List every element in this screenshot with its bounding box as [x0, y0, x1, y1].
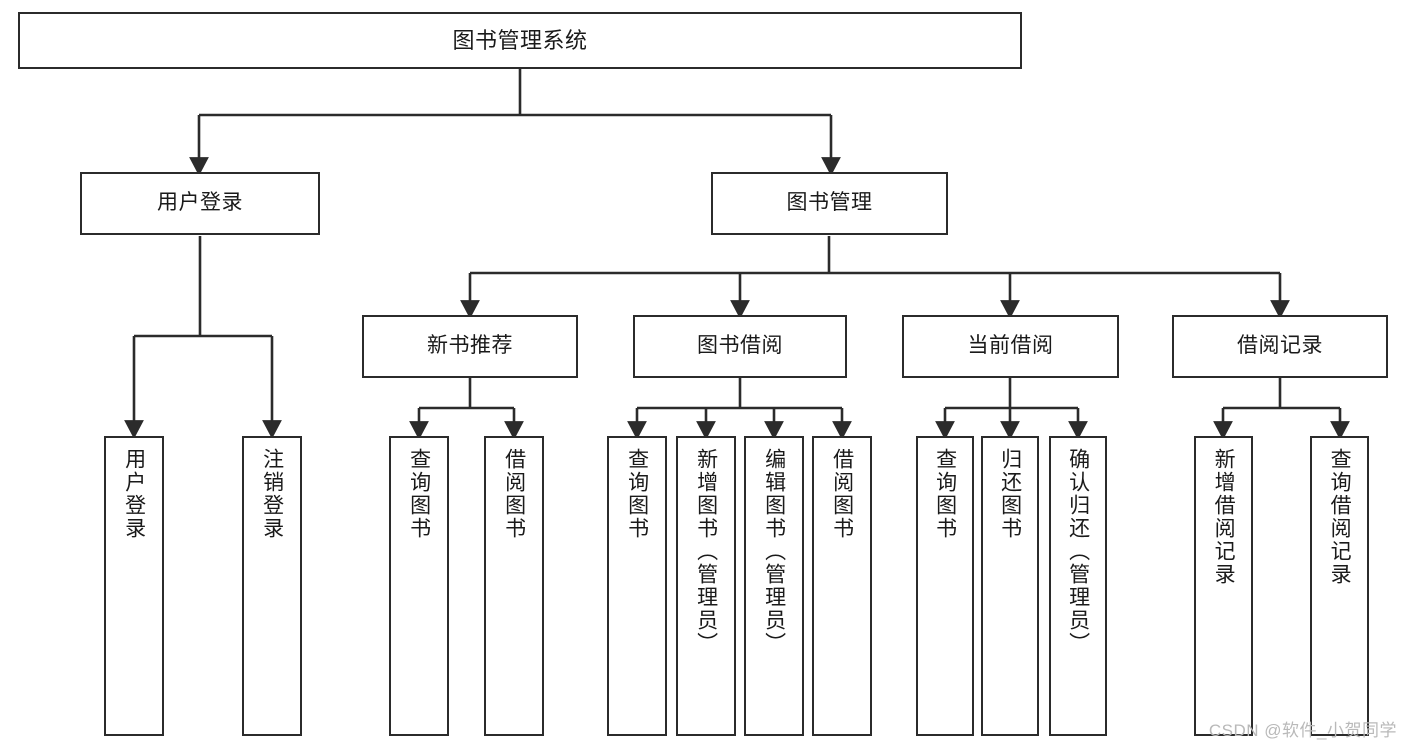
node-leaf-add-record-label: 新增借阅记录 [1212, 448, 1236, 586]
node-current-borrow-label: 当前借阅 [967, 334, 1054, 358]
node-leaf-confirm-return-label: 确认归还（管理员） [1066, 448, 1090, 655]
node-leaf-return-book-label: 归还图书 [998, 448, 1022, 540]
node-leaf-borrow-book-1[interactable]: 借阅图书 [484, 436, 544, 736]
node-leaf-user-login[interactable]: 用户登录 [104, 436, 164, 736]
node-new-book-recommend-label: 新书推荐 [427, 334, 513, 358]
node-book-borrow-label: 图书借阅 [697, 334, 783, 358]
node-user-login[interactable]: 用户登录 [80, 172, 320, 235]
node-root-label: 图书管理系统 [452, 27, 588, 53]
node-leaf-query-book-2-label: 查询图书 [625, 448, 649, 540]
node-leaf-add-book-label: 新增图书（管理员） [694, 448, 718, 655]
node-leaf-logout-login-label: 注销登录 [260, 448, 284, 540]
node-leaf-query-book-1[interactable]: 查询图书 [389, 436, 449, 736]
node-book-manage[interactable]: 图书管理 [711, 172, 948, 235]
node-book-borrow[interactable]: 图书借阅 [633, 315, 847, 378]
node-borrow-record-label: 借阅记录 [1237, 334, 1323, 358]
node-leaf-confirm-return[interactable]: 确认归还（管理员） [1049, 436, 1107, 736]
csdn-watermark: CSDN @软件_小贺同学 [1208, 721, 1397, 740]
node-leaf-query-book-3[interactable]: 查询图书 [916, 436, 974, 736]
node-leaf-query-book-2[interactable]: 查询图书 [607, 436, 667, 736]
node-leaf-logout-login[interactable]: 注销登录 [242, 436, 302, 736]
node-new-book-recommend[interactable]: 新书推荐 [362, 315, 578, 378]
node-book-manage-label: 图书管理 [786, 191, 873, 215]
node-leaf-query-record[interactable]: 查询借阅记录 [1310, 436, 1369, 736]
node-leaf-add-record[interactable]: 新增借阅记录 [1194, 436, 1253, 736]
node-leaf-borrow-book-2-label: 借阅图书 [830, 448, 854, 540]
node-root-book-management-system[interactable]: 图书管理系统 [18, 12, 1022, 69]
node-leaf-edit-book[interactable]: 编辑图书（管理员） [744, 436, 804, 736]
node-leaf-return-book[interactable]: 归还图书 [981, 436, 1039, 736]
node-leaf-borrow-book-2[interactable]: 借阅图书 [812, 436, 872, 736]
node-leaf-query-book-1-label: 查询图书 [407, 448, 431, 540]
node-borrow-record[interactable]: 借阅记录 [1172, 315, 1388, 378]
node-leaf-edit-book-label: 编辑图书（管理员） [762, 448, 786, 655]
node-user-login-label: 用户登录 [157, 191, 243, 215]
node-leaf-borrow-book-1-label: 借阅图书 [502, 448, 526, 540]
node-leaf-query-record-label: 查询借阅记录 [1328, 448, 1352, 586]
node-current-borrow[interactable]: 当前借阅 [902, 315, 1119, 378]
node-leaf-query-book-3-label: 查询图书 [933, 448, 957, 540]
node-leaf-user-login-label: 用户登录 [122, 448, 146, 540]
node-leaf-add-book[interactable]: 新增图书（管理员） [676, 436, 736, 736]
